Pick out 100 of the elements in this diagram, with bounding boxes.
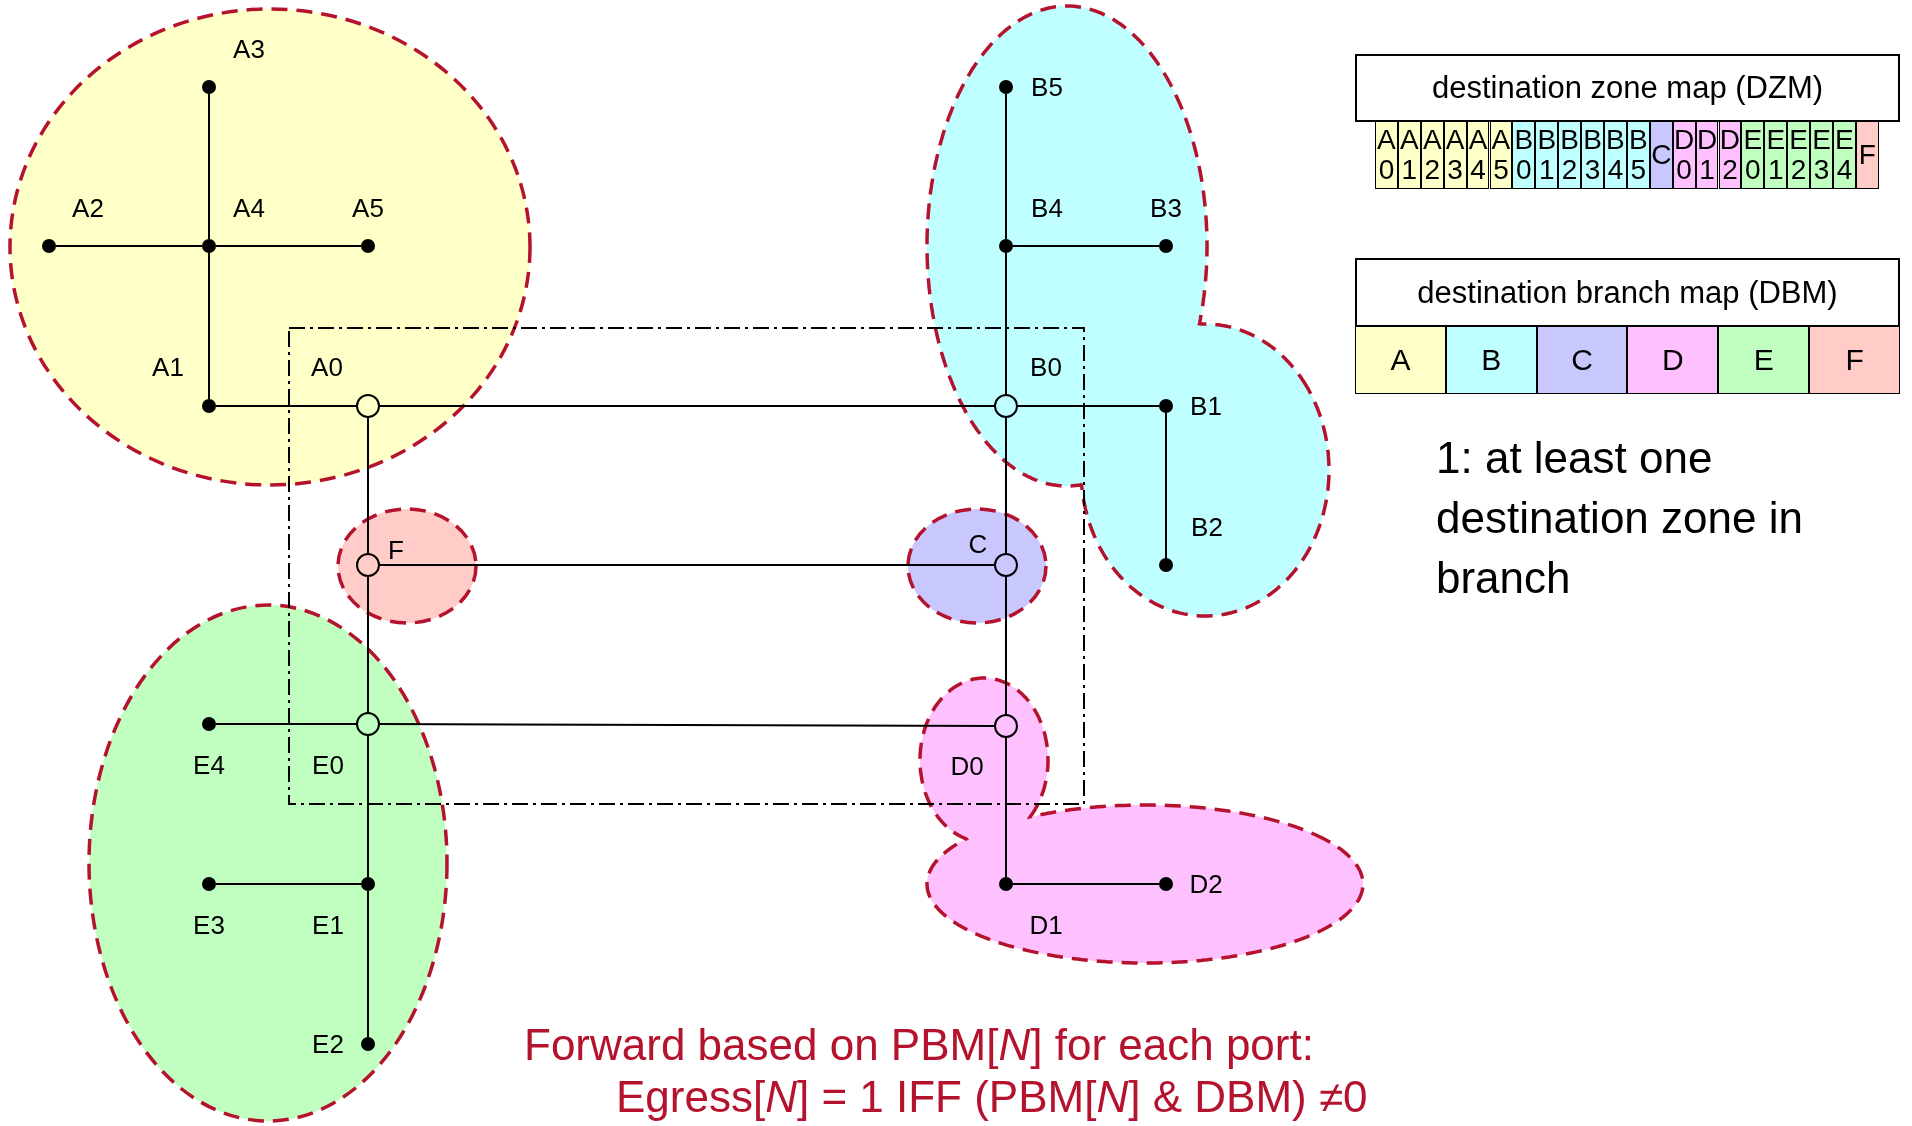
table-cell: D: [1627, 326, 1719, 394]
table-cell: A: [1355, 326, 1446, 394]
node-label: B5: [1031, 73, 1063, 101]
node-dot: [359, 875, 377, 893]
node-label: A2: [72, 194, 104, 222]
node-label: B1: [1190, 392, 1222, 420]
node-dot: [359, 1035, 377, 1053]
junction-circle: [993, 552, 1019, 578]
node-label: D0: [950, 752, 984, 780]
node-label: A1: [152, 353, 184, 381]
node-label: F: [388, 536, 404, 564]
node-label: C: [968, 530, 988, 558]
table-header: destination zone map (DZM): [1355, 54, 1900, 122]
table-cell: B 3: [1581, 121, 1604, 189]
node-dot: [997, 78, 1015, 96]
junction-circle: [355, 552, 381, 578]
dashed-ellipse-zone: [904, 505, 1050, 627]
junction-circle: [993, 713, 1019, 739]
dashed-cloud-zone: [923, 2, 1333, 620]
table-cell: A 0: [1375, 121, 1398, 189]
node-dot: [997, 875, 1015, 893]
connector-line: [1012, 883, 1160, 885]
node-label: B2: [1191, 513, 1223, 541]
table-cell: A 2: [1420, 121, 1444, 189]
table-cell: E 4: [1833, 121, 1856, 189]
node-label: B0: [1030, 353, 1062, 381]
rule-text: Egress[N] = 1 IFF (PBM[N] & DBM) ≠0: [616, 1072, 1368, 1122]
junction-circle: [355, 711, 381, 737]
connector-line: [215, 883, 362, 885]
node-dot: [40, 237, 58, 255]
connector-line: [55, 245, 203, 247]
connector-line: [378, 405, 996, 407]
node-dot: [359, 237, 377, 255]
node-dot: [200, 78, 218, 96]
node-dot: [200, 875, 218, 893]
table-cell: E 1: [1764, 121, 1788, 189]
junction-circle: [993, 393, 1019, 419]
table-cell: D 1: [1695, 121, 1719, 189]
connector-line: [1005, 736, 1007, 878]
node-label: D1: [1029, 911, 1063, 939]
connector-line: [367, 734, 369, 878]
connector-line: [1005, 575, 1007, 716]
node-label: A3: [233, 35, 265, 63]
connector-line: [215, 405, 358, 407]
dashed-ellipse-zone: [6, 5, 534, 489]
connector-line: [1016, 405, 1160, 407]
table-cell: E: [1718, 326, 1810, 394]
node-dot: [1157, 397, 1175, 415]
node-dot: [200, 397, 218, 415]
table-cell: B 2: [1558, 121, 1582, 189]
table-cell: E 2: [1787, 121, 1811, 189]
node-label: D2: [1189, 870, 1223, 898]
table-cell: F: [1855, 121, 1879, 189]
table-cell: A 3: [1443, 121, 1467, 189]
connector-line: [1165, 412, 1167, 559]
connector-line: [215, 723, 358, 725]
connector-line: [367, 890, 369, 1038]
table-cell: D 0: [1672, 121, 1696, 189]
dashed-ellipse-zone: [85, 601, 451, 1125]
connector-line: [215, 245, 362, 247]
table-cell: A 1: [1397, 121, 1421, 189]
connector-line: [1005, 252, 1007, 396]
table-cell: D 2: [1718, 121, 1742, 189]
table-cell: C: [1649, 121, 1673, 189]
connector-line: [1005, 93, 1007, 240]
table-cell: B 5: [1626, 121, 1650, 189]
node-dot: [997, 237, 1015, 255]
node-label: A4: [233, 194, 265, 222]
node-label: E1: [312, 911, 344, 939]
node-dot: [1157, 875, 1175, 893]
node-dot: [200, 715, 218, 733]
rule-text: Forward based on PBM[N] for each port:: [524, 1020, 1314, 1070]
table-cell: B 4: [1604, 121, 1627, 189]
connector-line: [1012, 245, 1160, 247]
node-dot: [1157, 556, 1175, 574]
connector-line: [378, 723, 996, 727]
table-cell: B: [1445, 326, 1537, 394]
note-text: 1: at least one destination zone in branch: [1436, 432, 1804, 604]
table-header: destination branch map (DBM): [1355, 258, 1900, 327]
connector-line: [208, 252, 210, 400]
table-cell: A 5: [1489, 121, 1513, 189]
table-cell: C: [1536, 326, 1628, 394]
dashed-ellipse-zone: [334, 505, 480, 627]
table-cell: F: [1809, 326, 1900, 394]
dashed-cloud-zone: [916, 674, 1367, 967]
node-label: E3: [193, 911, 225, 939]
connector-line: [367, 416, 369, 555]
node-label: E2: [312, 1030, 344, 1058]
node-dot: [1157, 237, 1175, 255]
connector-line: [208, 93, 210, 240]
table-cell: E 0: [1741, 121, 1765, 189]
junction-circle: [355, 393, 381, 419]
node-label: E0: [312, 751, 344, 779]
node-label: E4: [193, 751, 225, 779]
node-dot: [200, 237, 218, 255]
connector-line: [367, 575, 369, 714]
node-label: A0: [311, 353, 343, 381]
table-cell: E 3: [1810, 121, 1833, 189]
node-label: B4: [1031, 194, 1063, 222]
node-label: A5: [352, 194, 384, 222]
